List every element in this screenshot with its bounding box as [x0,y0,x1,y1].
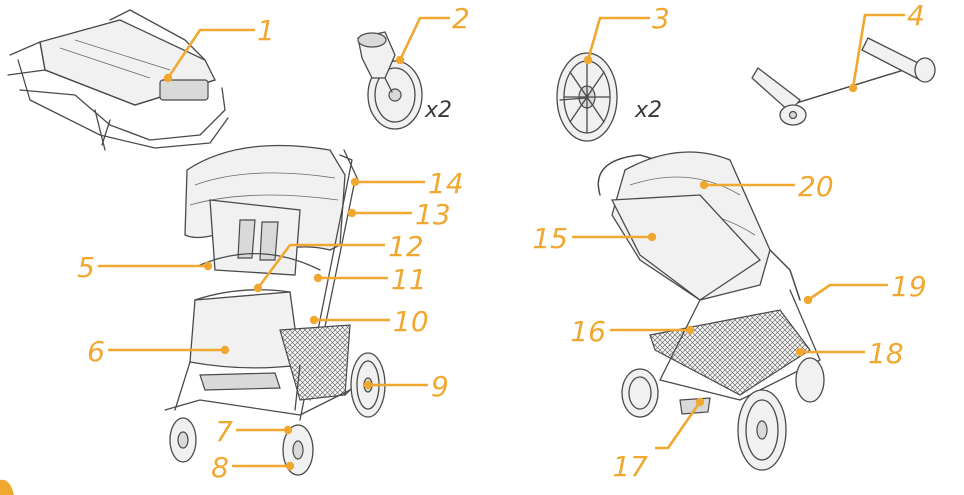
stroller-rear-view-illustration [597,151,825,471]
callout-dot-5 [203,261,213,271]
callout-dot-1 [163,73,173,83]
part-label-10: 10 [393,305,429,338]
part-label-5: 5 [77,251,95,284]
callout-line-4 [851,13,905,89]
part-label-6: 6 [87,335,105,368]
callout-lines [98,13,905,471]
part-label-19: 19 [891,270,927,303]
callout-dot-19 [803,295,813,305]
part-label-7: 7 [215,415,233,448]
bumper-bar-illustration [751,37,936,126]
callout-dot-6 [220,345,230,355]
corner-accent-tab [0,479,14,495]
stroller-front-view-illustration [164,144,386,476]
callout-dot-3 [583,55,593,65]
part-label-17: 17 [612,450,648,483]
callout-dot-8 [285,461,295,471]
callout-dot-12 [253,283,263,293]
callout-dot-20 [699,180,709,190]
part-label-15: 15 [532,222,568,255]
callout-dot-16 [685,325,695,335]
folded-seat-illustration [7,9,229,151]
part-label-13: 13 [415,198,451,231]
part-label-20: 20 [798,170,834,203]
callout-dot-9 [363,380,373,390]
part-label-4: 4 [907,0,925,32]
callout-dot-17 [695,397,705,407]
rear-wheel-quantity: x2 [634,98,662,123]
callout-line-3 [586,16,650,61]
callout-dot-11 [313,273,323,283]
callout-line-12 [256,243,385,289]
rear-wheel-illustration [556,52,618,142]
callout-dot-14 [350,177,360,187]
callout-line-2 [398,16,450,61]
callout-dot-18 [795,347,805,357]
part-label-16: 16 [570,315,606,348]
part-label-3: 3 [652,2,670,35]
callout-dot-15 [647,232,657,242]
callout-line-17 [655,401,702,450]
front-wheel-quantity: x2 [424,98,452,123]
callout-dot-4 [848,83,858,93]
part-label-11: 11 [391,263,427,296]
part-label-14: 14 [428,167,464,200]
part-label-18: 18 [868,337,904,370]
part-label-9: 9 [431,370,449,403]
part-label-8: 8 [211,451,229,484]
part-label-12: 12 [388,230,424,263]
callout-dot-7 [283,425,293,435]
callout-dot-2 [395,55,405,65]
part-label-2: 2 [452,2,470,35]
front-wheel-illustration [357,31,423,130]
callout-dot-10 [309,315,319,325]
callout-line-19 [807,283,888,302]
callout-line-1 [166,28,255,79]
part-label-1: 1 [257,14,275,47]
callout-dot-13 [347,208,357,218]
